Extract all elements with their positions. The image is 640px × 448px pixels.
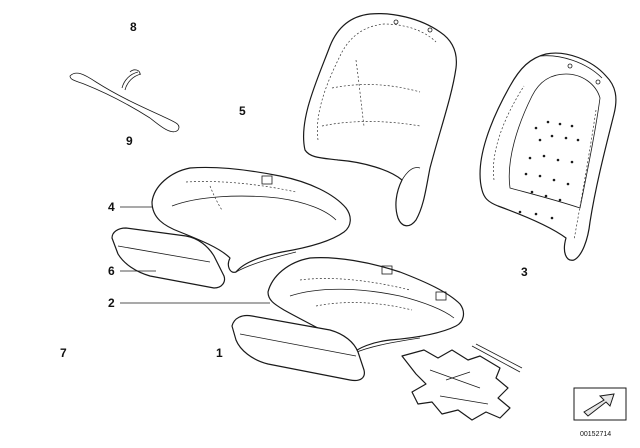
- direction-arrow-icon: [573, 387, 627, 421]
- seat-cushion-cover-part: [151, 166, 351, 273]
- part-label-7: 7: [60, 346, 67, 360]
- perforation-dots: [518, 120, 580, 220]
- part-label-8: 8: [130, 20, 137, 34]
- backrest-cover-front-part: [303, 13, 457, 227]
- heating-mat-part: [401, 343, 523, 421]
- part-label-4: 4: [108, 200, 115, 214]
- part-label-9: 9: [126, 134, 133, 148]
- reference-code: 00152714: [580, 431, 611, 438]
- wire-cable-part: [69, 69, 180, 133]
- part-label-6: 6: [108, 264, 115, 278]
- backrest-perforated-part: [479, 52, 617, 261]
- part-label-5: 5: [239, 104, 246, 118]
- part-label-3: 3: [521, 265, 528, 279]
- part-label-2: 2: [108, 296, 115, 310]
- front-pad-part: [231, 314, 365, 382]
- part-label-1: 1: [216, 346, 223, 360]
